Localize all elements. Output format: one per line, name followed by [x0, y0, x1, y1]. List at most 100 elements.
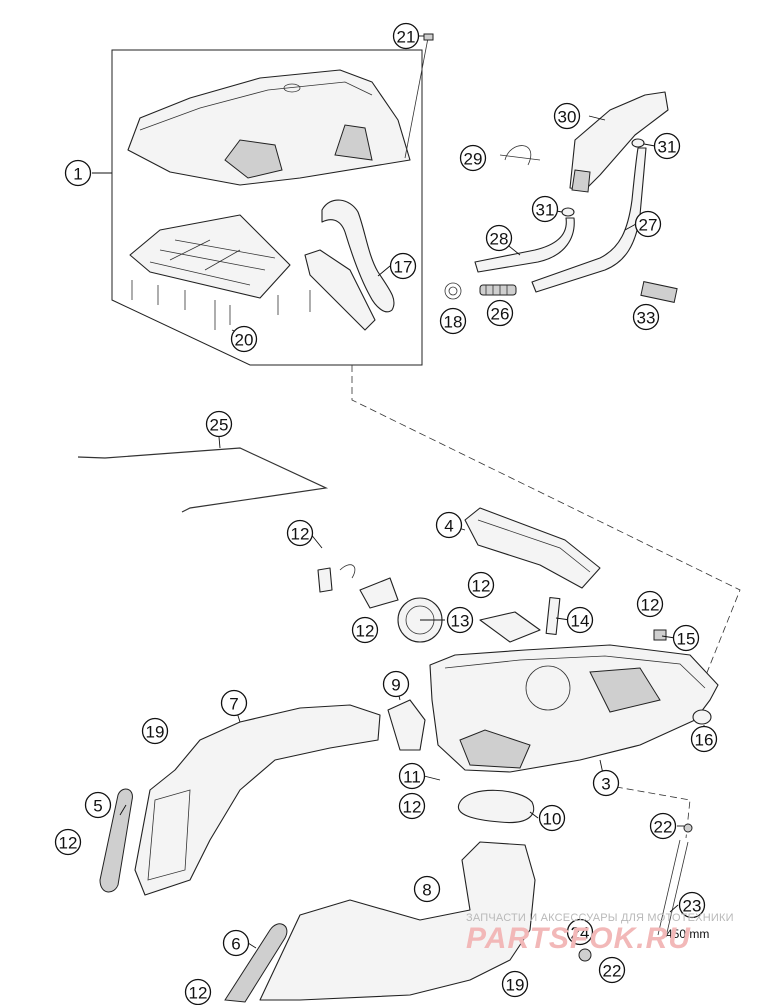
- callout-circle: [439, 307, 467, 335]
- callout-number: 12: [189, 984, 208, 1003]
- callout-circle: [634, 210, 662, 238]
- hose-clamp-18: [444, 282, 462, 300]
- callout-number: 26: [491, 305, 510, 324]
- callout-number: 19: [146, 723, 165, 742]
- hose-cap-31b: [631, 138, 645, 148]
- callout-circle: [64, 159, 92, 187]
- callout-number: 31: [536, 201, 555, 220]
- callout-circle: [672, 624, 700, 652]
- callout-circle: [598, 956, 626, 984]
- callout-33: 33: [632, 303, 660, 331]
- callout-circle: [485, 224, 513, 252]
- callout-circle: [54, 828, 82, 856]
- callout-26: 26: [486, 299, 514, 327]
- callout-number: 7: [229, 695, 238, 714]
- callout-circle: [636, 590, 664, 618]
- airbox-cover: [127, 69, 411, 186]
- callout-12b: 12: [351, 616, 379, 644]
- callout-circle: [467, 571, 495, 599]
- callout-circle: [566, 918, 594, 946]
- callout-number: 20: [235, 331, 254, 350]
- callout-circle: [398, 762, 426, 790]
- callout-circle: [230, 325, 258, 353]
- callout-number: 13: [451, 612, 470, 631]
- callout-circle: [389, 252, 417, 280]
- callout-5: 5: [84, 791, 112, 819]
- callout-circle: [501, 970, 529, 998]
- callout-circle: [413, 875, 441, 903]
- callout-number: 12: [291, 525, 310, 544]
- callout-circle: [84, 791, 112, 819]
- hose-connector-26: [479, 284, 517, 296]
- callout-circle: [690, 725, 718, 753]
- callout-28: 28: [485, 224, 513, 252]
- callout-29: 29: [459, 144, 487, 172]
- callout-11: 11: [398, 762, 426, 790]
- gasket-10: [457, 789, 535, 824]
- grommet-16: [692, 709, 712, 725]
- callout-circle: [351, 616, 379, 644]
- callout-circle: [538, 804, 566, 832]
- callout-21: 21: [392, 22, 420, 50]
- callout-9: 9: [382, 670, 410, 698]
- callout-number: 28: [490, 230, 509, 249]
- callout-circle: [141, 717, 169, 745]
- callout-number: 15: [677, 630, 696, 649]
- intake-grille-6: [224, 923, 288, 1003]
- intake-duct-7: [134, 704, 381, 896]
- callout-circle: [435, 511, 463, 539]
- callout-number: 22: [603, 962, 622, 981]
- callout-circle: [382, 670, 410, 698]
- callout-19a: 19: [141, 717, 169, 745]
- callout-7: 7: [220, 689, 248, 717]
- callout-12c: 12: [467, 571, 495, 599]
- callout-number: 23: [683, 897, 702, 916]
- callout-4: 4: [435, 511, 463, 539]
- callout-number: 16: [695, 731, 714, 750]
- callout-number: 21: [397, 28, 416, 47]
- callout-number: 18: [444, 313, 463, 332]
- callout-circle: [459, 144, 487, 172]
- hose-cap-31a: [561, 207, 575, 217]
- callout-number: 12: [641, 596, 660, 615]
- airbox-body: [429, 644, 719, 773]
- callout-8: 8: [413, 875, 441, 903]
- callout-circle: [566, 606, 594, 634]
- callout-number: 5: [93, 797, 102, 816]
- callout-19b: 19: [501, 970, 529, 998]
- callout-15: 15: [672, 624, 700, 652]
- callout-number: 33: [637, 309, 656, 328]
- callout-number: 19: [506, 976, 525, 995]
- callout-circle: [446, 606, 474, 634]
- callout-23: 23: [678, 891, 706, 919]
- callout-circle: [632, 303, 660, 331]
- callout-number: 3: [601, 775, 610, 794]
- hose-27: [531, 147, 647, 293]
- callout-18: 18: [439, 307, 467, 335]
- bracket-14: [545, 597, 561, 635]
- callout-number: 29: [464, 150, 483, 169]
- callout-number: 6: [231, 935, 240, 954]
- callout-16: 16: [690, 725, 718, 753]
- callout-27: 27: [634, 210, 662, 238]
- callout-number: 27: [639, 216, 658, 235]
- callout-14: 14: [566, 606, 594, 634]
- foam-pad-33: [640, 281, 678, 303]
- callout-24: 24: [566, 918, 594, 946]
- retaining-wire: [77, 447, 329, 513]
- callout-circle: [392, 22, 420, 50]
- clamp-22b: [578, 948, 592, 962]
- callout-number: 12: [356, 622, 375, 641]
- breather-bracket-hose: [304, 199, 395, 331]
- sensor-bracket: [317, 564, 399, 609]
- callout-circle: [531, 195, 559, 223]
- callout-circle: [592, 769, 620, 797]
- bolt-15: [653, 629, 667, 641]
- clamp-22a: [683, 823, 693, 833]
- callout-number: 30: [558, 108, 577, 127]
- callout-circle: [553, 102, 581, 130]
- callout-17: 17: [389, 252, 417, 280]
- callout-12e: 12: [398, 792, 426, 820]
- callout-number: 9: [391, 676, 400, 695]
